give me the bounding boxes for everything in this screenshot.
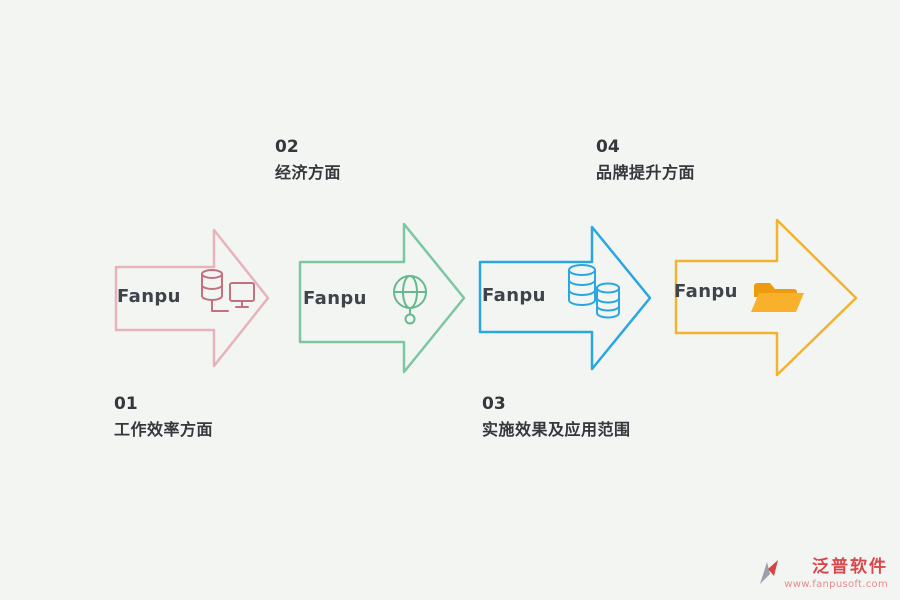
step-4-number: 04 bbox=[596, 137, 620, 157]
fanpu-logo-icon bbox=[760, 560, 779, 585]
arrow-step-1 bbox=[114, 228, 270, 368]
step-2-title: 经济方面 bbox=[275, 163, 342, 182]
globe-network-icon bbox=[393, 275, 427, 325]
folder-back bbox=[754, 283, 797, 312]
step-3-number: 03 bbox=[482, 394, 506, 414]
step-4-label: 04 品牌提升方面 bbox=[596, 139, 695, 181]
step-2-label: 02 经济方面 bbox=[275, 139, 341, 181]
watermark-logo: 泛普软件 www.fanpusoft.com bbox=[757, 558, 888, 590]
step-4-title: 品牌提升方面 bbox=[596, 163, 696, 182]
watermark-brand-name: 泛普软件 bbox=[812, 557, 888, 578]
step-3-title: 实施效果及应用范围 bbox=[482, 420, 631, 439]
brand-text-step-4: Fanpu bbox=[674, 281, 738, 302]
watermark-texts: 泛普软件 www.fanpusoft.com bbox=[784, 558, 888, 590]
step-1-number: 01 bbox=[114, 394, 138, 414]
watermark-url: www.fanpusoft.com bbox=[784, 579, 888, 590]
step-3-label: 03 实施效果及应用范围 bbox=[482, 396, 631, 438]
arrow-step-4 bbox=[674, 218, 858, 377]
brand-text-step-3: Fanpu bbox=[482, 285, 546, 306]
brand-text-step-1: Fanpu bbox=[117, 286, 181, 307]
database-monitor-icon bbox=[201, 269, 255, 312]
brand-text-step-2: Fanpu bbox=[303, 288, 367, 309]
step-2-number: 02 bbox=[275, 137, 299, 157]
database-stack-icon bbox=[568, 264, 620, 319]
folder-icon bbox=[751, 283, 804, 312]
arrow-step-2 bbox=[298, 222, 466, 374]
step-1-label: 01 工作效率方面 bbox=[114, 396, 213, 438]
arrow-step-3 bbox=[478, 225, 652, 371]
folder-front bbox=[751, 293, 804, 312]
step-1-title: 工作效率方面 bbox=[114, 420, 214, 439]
